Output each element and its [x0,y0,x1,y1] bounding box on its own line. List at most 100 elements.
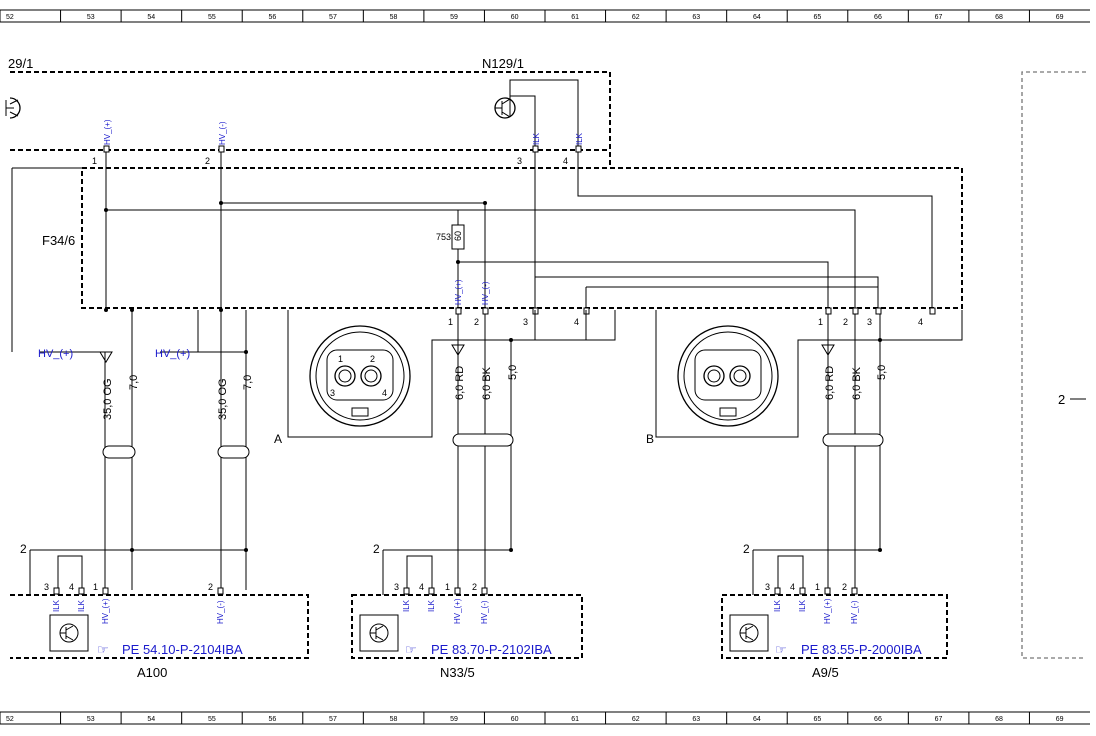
ruler-cell-label: 68 [995,14,1003,21]
component-label-n33: N33/5 [440,665,475,680]
ruler-cell-label: 60 [511,716,519,723]
top-signal-4: ILK [575,132,584,145]
f34-left-pin-1: 1 [448,317,453,327]
connector-pin-4: 4 [382,388,387,398]
component-pin-signal: ILK [402,599,411,612]
component-pin [78,587,85,595]
component-pin-number: 3 [44,582,49,592]
component-pin-signal: ILK [427,599,436,612]
component-pin-number: 4 [419,582,424,592]
connector-b-plug-icon [677,325,779,427]
top-pins: 1 2 3 4 HV_(+) HV_(-) ILK ILK [92,119,584,166]
f34-right-pin-4: 4 [918,317,923,327]
component-pin [481,587,488,595]
component-pin [454,587,461,595]
hv-plus-label-1: HV_(+) [38,348,73,360]
f34-left-pin-2: 2 [474,317,479,327]
component-pin-signal: HV_(-) [850,600,859,624]
ruler-cell-label: 66 [874,716,882,723]
pointing-hand-icon: ☞ [775,642,787,657]
ruler-cell-label: 62 [632,716,640,723]
component-pin-number: 3 [394,582,399,592]
wire-label: 5,0 [507,365,519,380]
n129-label: N129/1 [482,56,524,71]
ruler-cell-label: 69 [1056,716,1064,723]
ruler-cell-label: 67 [935,14,943,21]
ruler-cell-label: 61 [571,14,579,21]
wire-label: 5,0 [876,365,888,380]
f34-left-signal-2: HV_(-) [481,281,490,305]
a100-wiring: HV_(+) HV_(+) 35,0 OG 7,0 35,0 OG 7,0 2 [20,308,254,595]
f34-right-pin-1: 1 [818,317,823,327]
component-label-a100: A100 [137,665,167,680]
wire-label: 7,0 [242,375,254,390]
ruler-cell-label: 53 [87,716,95,723]
ruler-cell-label: 67 [935,716,943,723]
f34-right-pin-3: 3 [867,317,872,327]
ruler-cell-label: 58 [390,14,398,21]
pointing-hand-icon: ☞ [97,642,109,657]
connector-pin-3: 3 [330,388,335,398]
connector-pin-1: 1 [338,354,343,364]
f34-label: F34/6 [42,233,75,248]
ruler-cell-label: 63 [692,716,700,723]
component-pin [53,587,60,595]
top-pin-3: 3 [517,156,522,166]
resistor-value: 60 [453,231,463,241]
component-pin-signal: HV_(-) [216,600,225,624]
connector-a-plug-icon: 1 2 3 4 [309,325,411,427]
ruler-cell-label: 56 [269,14,277,21]
reference-link-a100[interactable]: PE 54.10-P-2104IBA [122,642,243,657]
ground-label-n33: 2 [373,542,380,556]
component-pin-signal: HV_(+) [453,598,462,624]
component-pin-number: 1 [93,582,98,592]
component-pin-signal: ILK [773,599,782,612]
ruler-cell-label: 58 [390,716,398,723]
ruler-cell-label: 66 [874,14,882,21]
ruler-cell-label: 57 [329,14,337,21]
ruler-cell-label: 55 [208,716,216,723]
f34-left-signal-1: HV_(+) [454,279,463,305]
top-signal-2: HV_(-) [218,121,227,145]
resistor-id: 753 [436,232,451,242]
top-pin-4: 4 [563,156,568,166]
component-pin-number: 4 [69,582,74,592]
wire-label: 6,0 BK [851,366,863,400]
f34-left-pin-3: 3 [523,317,528,327]
ruler-cell-label: 65 [814,716,822,723]
component-pin-number: 2 [472,582,477,592]
ruler-cell-label: 65 [814,14,822,21]
ruler-cell-label: 61 [571,716,579,723]
component-label-a9: A9/5 [812,665,839,680]
component-pin [102,587,109,595]
component-pin-signal: ILK [798,599,807,612]
component-pin-signal: HV_(+) [101,598,110,624]
ruler-cell-label: 55 [208,14,216,21]
connector-b-label: B [646,432,654,446]
ruler-cell-label: 68 [995,716,1003,723]
reference-link-n33[interactable]: PE 83.70-P-2102IBA [431,642,552,657]
ruler-cell-label: 64 [753,14,761,21]
top-pin-2: 2 [205,156,210,166]
left-partial-label: 29/1 [8,56,33,71]
ruler-cell-label: 69 [1056,14,1064,21]
reference-link-a9[interactable]: PE 83.55-P-2000IBA [801,642,922,657]
component-pin-number: 1 [815,582,820,592]
transistor-icon [494,79,579,148]
component-pin [428,587,435,595]
connector-a-label: A [274,432,282,446]
ground-label-a9: 2 [743,542,750,556]
component-pin-number: 2 [842,582,847,592]
ruler-cell-label: 54 [147,716,155,723]
ruler-cell-label: 63 [692,14,700,21]
component-n33: ☞ PE 83.70-P-2102IBA N33/5 [351,594,583,680]
ruler-cell-label: 52 [6,716,14,723]
wire-label: 35,0 OG [102,378,114,420]
hv-plus-label-2: HV_(+) [155,348,190,360]
wire-label: 6,0 BK [481,366,493,400]
f34-internal-wiring: 753 60 [104,152,933,310]
component-a9: ☞ PE 83.55-P-2000IBA A9/5 [721,594,948,680]
